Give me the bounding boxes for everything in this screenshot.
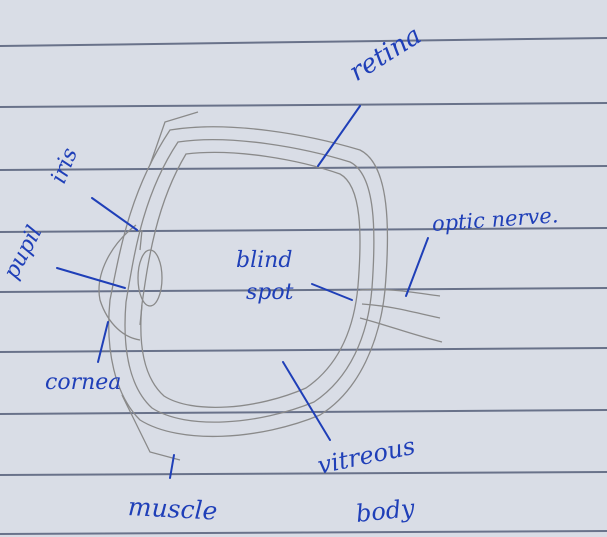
ruled-lines <box>0 38 607 534</box>
lower-eyelid <box>122 395 180 460</box>
blind-spot-pointer <box>312 284 352 300</box>
blind-spot-label-line2: spot <box>246 280 293 305</box>
muscle-label: muscle <box>127 492 218 526</box>
retina-pointer <box>318 106 360 166</box>
optic-nerve-pointer <box>406 238 428 296</box>
cornea-pointer <box>98 322 108 362</box>
cornea-label: cornea <box>45 370 121 395</box>
blind-spot-label-line1: blind <box>236 248 292 273</box>
iris-shape <box>140 230 142 325</box>
upper-eyelid <box>150 112 198 165</box>
optic-nerve-shape <box>360 289 442 342</box>
